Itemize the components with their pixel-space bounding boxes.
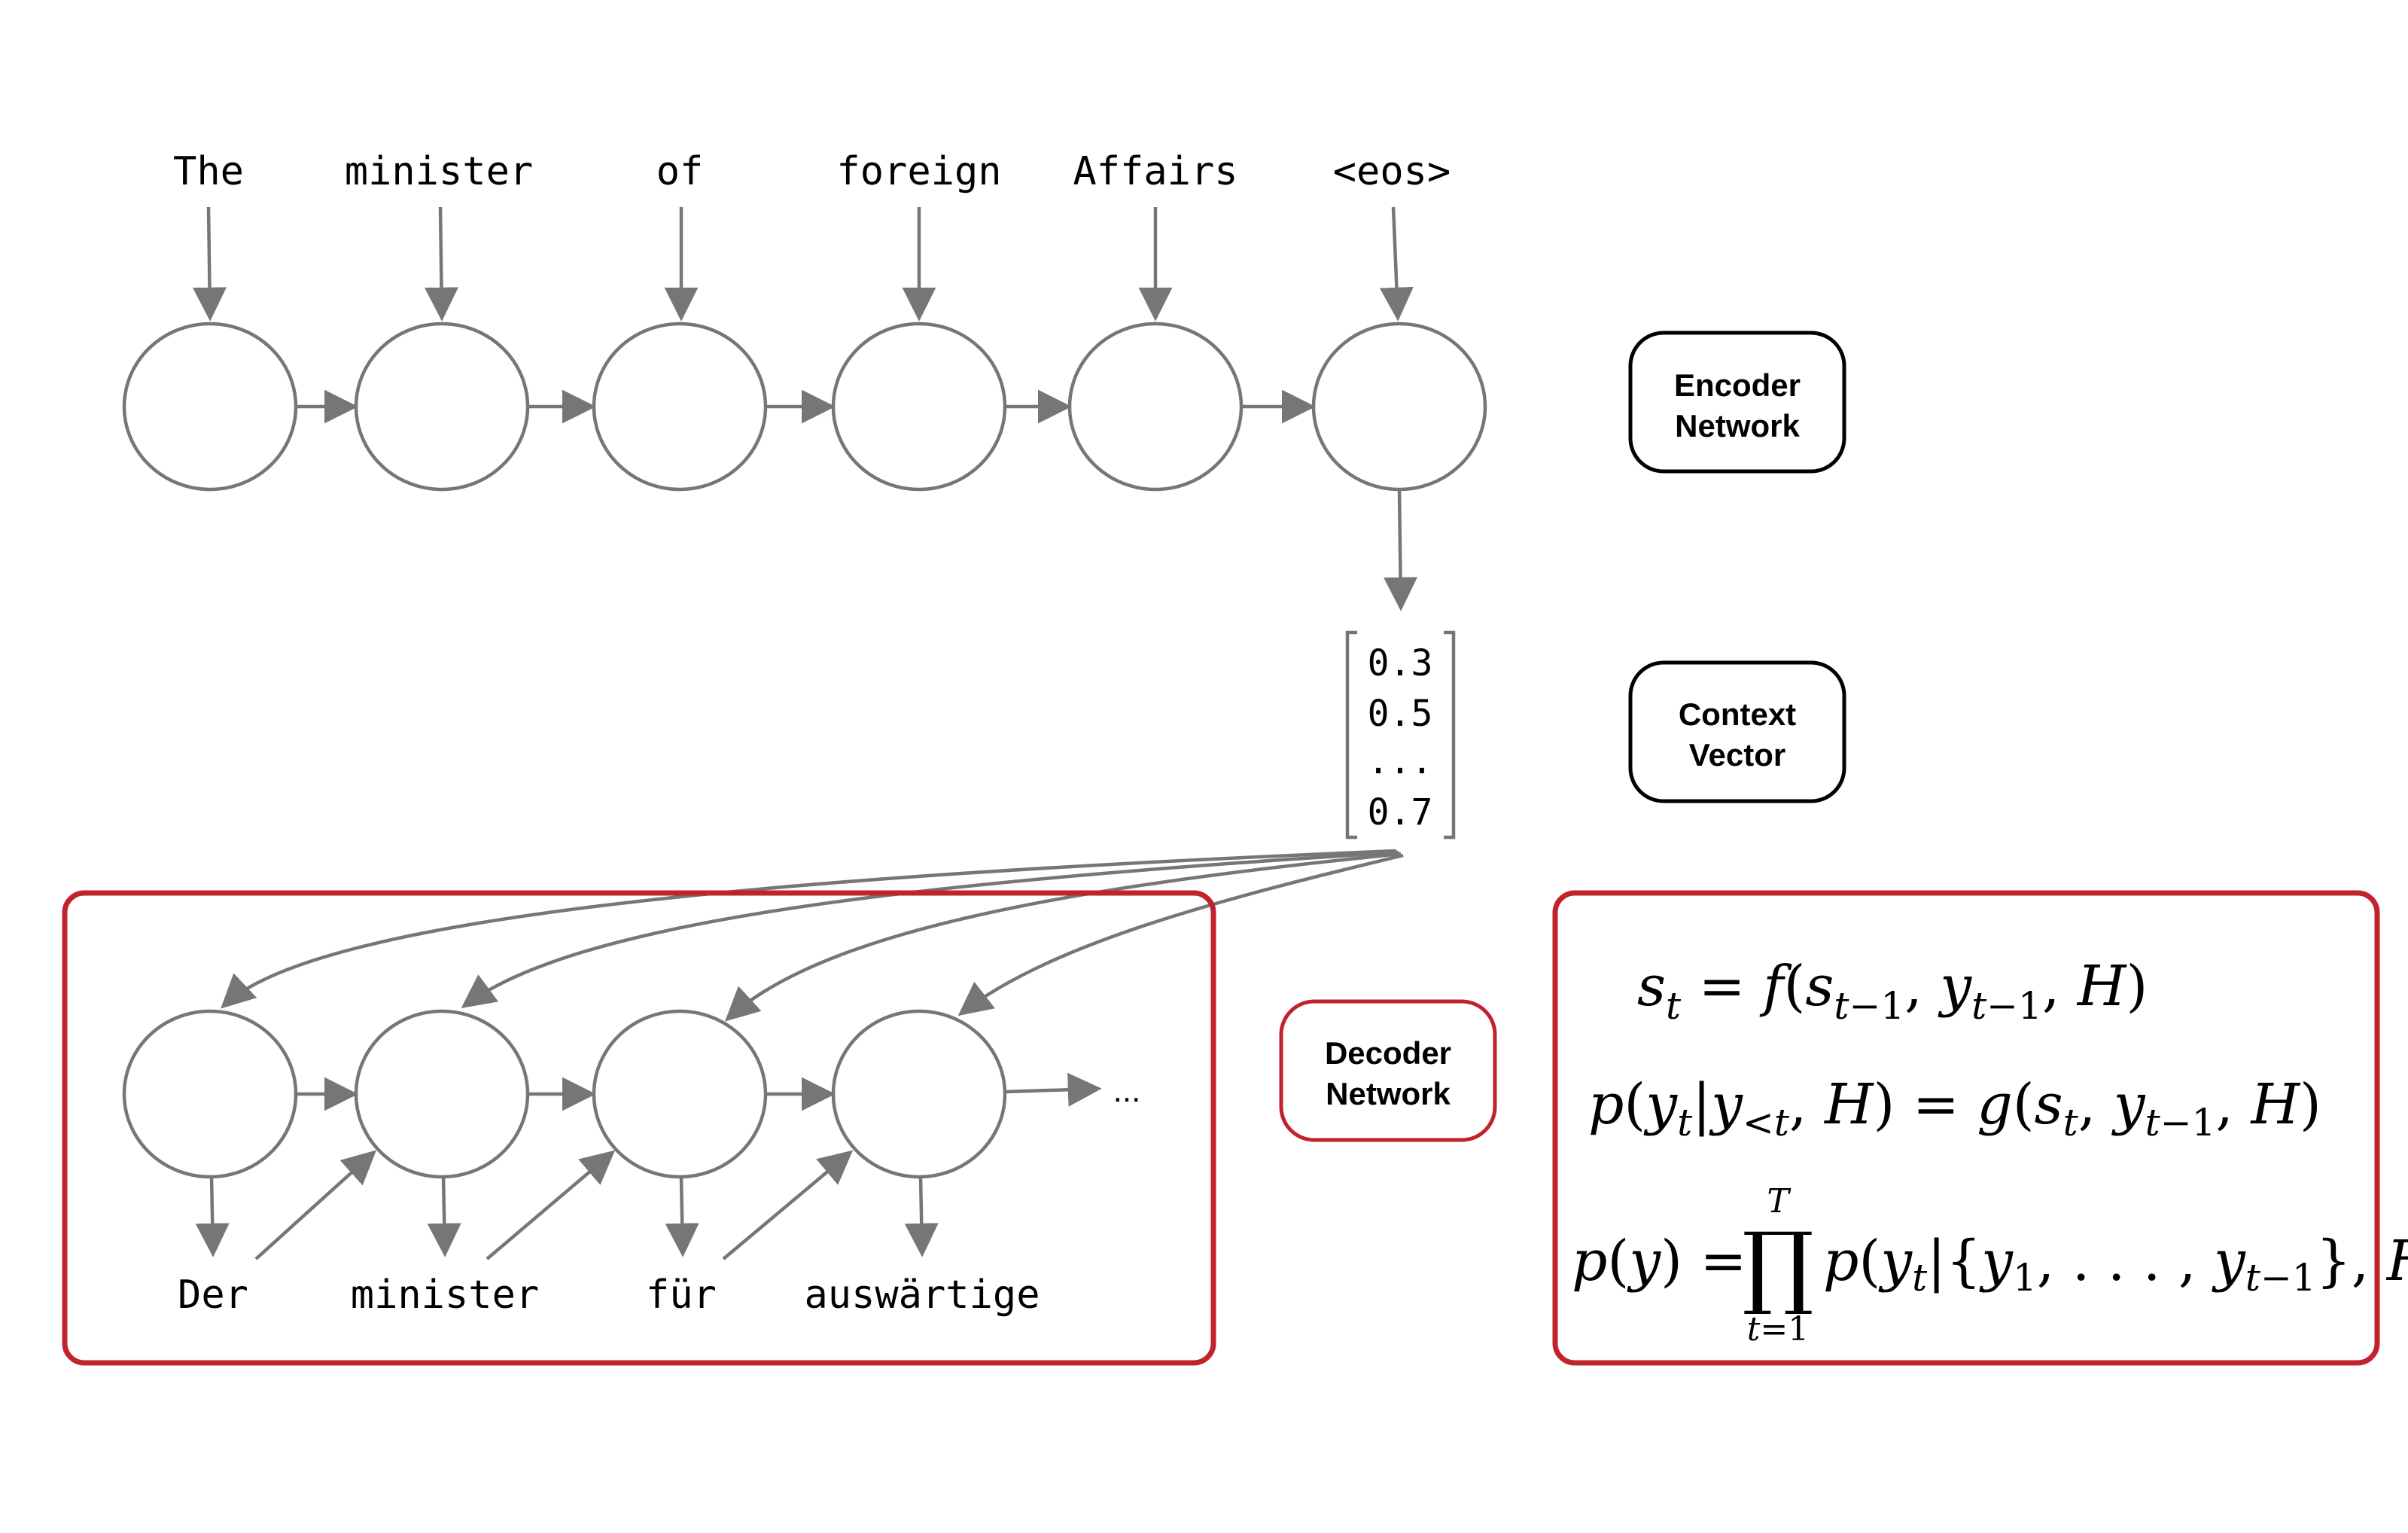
encoder-cell-5 (1067, 322, 1244, 492)
encoder-cell-6 (1311, 322, 1487, 492)
encoder-word-3: of (656, 149, 704, 194)
context-value-1: 0.3 (1368, 642, 1433, 684)
decoder-cells (122, 1009, 1007, 1179)
decoder-network-label: Decoder Network (1279, 999, 1497, 1142)
decoder-label-box (1279, 999, 1497, 1142)
encoder-word-2: minister (345, 149, 533, 194)
encoder-word-4: foreign (836, 149, 1001, 194)
context-arrow-2 (461, 850, 1399, 1009)
equation-state-update: st = f(st−1, yt−1, H) (1637, 954, 2148, 1028)
context-arrow-1 (221, 849, 1397, 1009)
context-right-bracket (1444, 630, 1456, 840)
decoder-cell-3 (592, 1009, 768, 1179)
equations-box (1552, 890, 2380, 1366)
output-arrow-3 (665, 1176, 699, 1257)
equation-output-prob: p(yt|y<t, H) = g(st, yt−1, H) (1588, 1072, 2321, 1144)
encoder-cell-3 (592, 322, 768, 492)
decoder-label-line2: Network (1326, 1076, 1451, 1111)
decoder-cell-1 (122, 1009, 298, 1179)
output-arrow-4 (904, 1176, 939, 1257)
decoder-word-3: für (646, 1272, 717, 1318)
encoder-to-context-arrow (1384, 489, 1418, 611)
decoder-highlight-box (62, 890, 1216, 1366)
decoder-cell-4 (831, 1009, 1007, 1179)
context-arrow-4 (957, 853, 1404, 1016)
equation-sequence-prob: p(y) = ∏ T t=1 p(yt|{y1, . . . , yt−1}, … (1572, 1182, 2408, 1349)
context-vector-label: Context Vector (1628, 660, 1846, 803)
output-arrow-2 (427, 1176, 461, 1257)
encoder-word-5: Affairs (1073, 149, 1237, 194)
decoder-feedback-arrows (254, 1150, 854, 1260)
decoder-recurrent-arrows (296, 1072, 1102, 1111)
context-value-2: 0.5 (1368, 693, 1433, 735)
input-arrow-2 (424, 206, 458, 322)
encoder-input-arrows (192, 206, 1414, 322)
decoder-output-arrows (195, 1176, 939, 1257)
output-arrow-1 (195, 1176, 230, 1257)
equation-3-lhs: p(y) = (1572, 1229, 1746, 1294)
context-value-3: ... (1368, 740, 1433, 782)
product-lower-limit: t=1 (1747, 1310, 1810, 1349)
context-label-line1: Context (1679, 696, 1796, 732)
encoder-label-line1: Encoder (1674, 367, 1801, 403)
decoder-rec-arrow-4 (1004, 1072, 1102, 1107)
context-arrow-3 (725, 852, 1402, 1022)
context-label-box (1628, 660, 1846, 803)
context-vector: 0.3 0.5 ... 0.7 (1345, 630, 1456, 840)
product-symbol: ∏ (1742, 1214, 1814, 1318)
encoder-label-line2: Network (1675, 408, 1800, 443)
decoder-cell-2 (354, 1009, 530, 1179)
decoder-label-line1: Decoder (1325, 1035, 1451, 1071)
product-upper-limit: T (1767, 1182, 1792, 1221)
decoder-output-words: Der minister für auswärtige (178, 1272, 1040, 1318)
encoder-cell-2 (354, 322, 530, 492)
encoder-word-1: The (173, 149, 244, 194)
decoder-continuation: ... (1113, 1072, 1141, 1109)
encoder-word-6: <eos> (1333, 149, 1451, 194)
decoder-word-1: Der (178, 1272, 248, 1318)
input-arrow-1 (192, 206, 227, 322)
encoder-input-words: The minister of foreign Affairs <eos> (173, 149, 1451, 194)
equation-3-rhs: p(yt|{y1, . . . , yt−1}, H) (1823, 1229, 2408, 1300)
context-to-decoder-arrows (221, 849, 1404, 1022)
context-left-bracket (1345, 630, 1357, 840)
input-arrow-6 (1379, 206, 1414, 322)
encoder-label-box (1628, 331, 1846, 474)
decoder-word-4: auswärtige (804, 1272, 1040, 1318)
encoder-network-label: Encoder Network (1628, 331, 1846, 474)
context-value-4: 0.7 (1368, 791, 1433, 834)
feedback-arrow-1 (254, 1150, 377, 1260)
encoder-cell-4 (831, 322, 1007, 492)
decoder-word-2: minister (351, 1272, 539, 1318)
context-label-line2: Vector (1689, 737, 1785, 773)
feedback-arrow-2 (486, 1150, 616, 1260)
encoder-cell-1 (122, 322, 298, 492)
feedback-arrow-3 (722, 1150, 854, 1260)
